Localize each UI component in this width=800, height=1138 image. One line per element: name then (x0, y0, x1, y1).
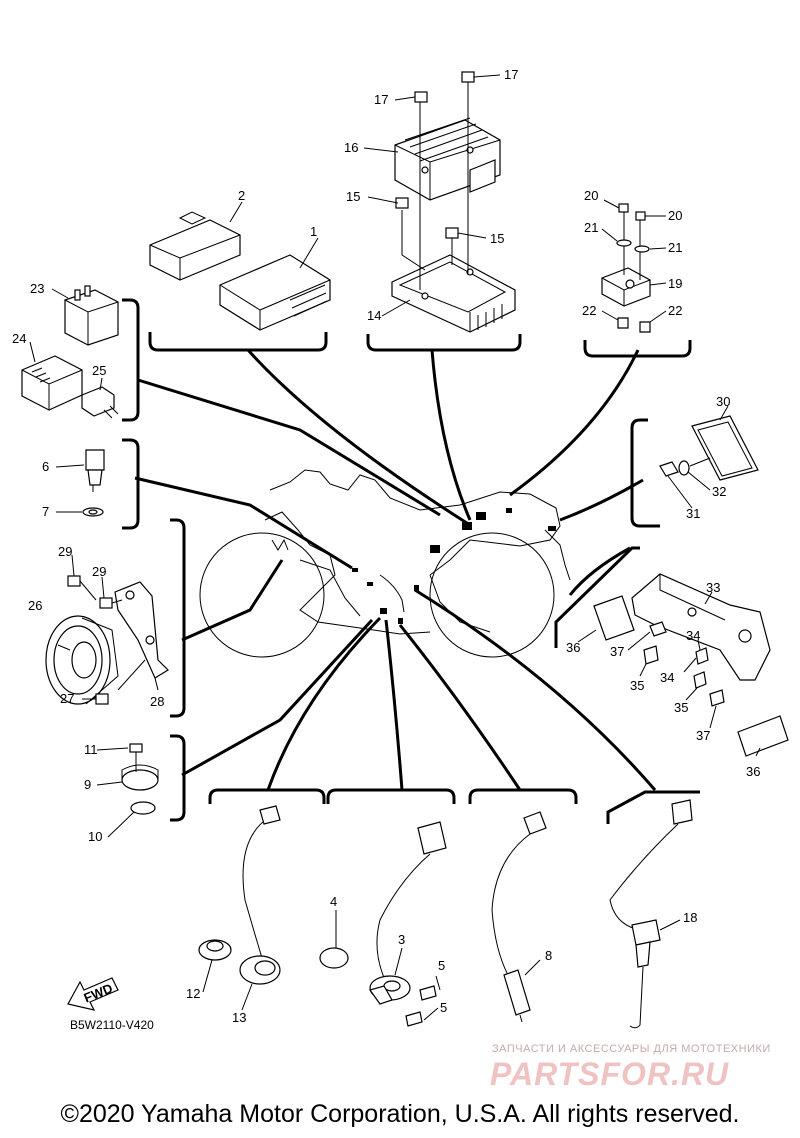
callout-number: 31 (686, 506, 700, 521)
callout-number: 21 (668, 240, 682, 255)
callout-number: 28 (150, 694, 164, 709)
callout-number: 7 (42, 504, 49, 519)
callout-number: 5 (438, 958, 445, 973)
callout-number: 26 (28, 598, 42, 613)
callout-number: 17 (374, 92, 388, 107)
callout-number: 32 (712, 484, 726, 499)
part-6-temp-sensor (85, 449, 105, 492)
callout-number: 35 (674, 700, 688, 715)
callout-number: 29 (58, 544, 72, 559)
part-36-reflectors (593, 595, 789, 757)
watermark-subtitle: ЗАПЧАСТИ И АКСЕССУАРЫ ДЛЯ МОТОТЕХНИКИ (492, 1043, 771, 1055)
part-26-horn (45, 615, 119, 705)
fwd-arrow-icon: FWD (67, 977, 119, 1011)
callout-number: 33 (706, 580, 720, 595)
part-18-switch (609, 799, 693, 1029)
part-11-bolt (129, 743, 143, 772)
part-10-o-ring (130, 801, 156, 815)
part-12-knock-sensor (198, 939, 232, 961)
part-24-fuse-box (21, 355, 83, 411)
fwd-label: FWD (82, 980, 115, 1005)
callout-number: 10 (88, 829, 102, 844)
callout-number: 3 (398, 932, 405, 947)
callout-number: 17 (504, 67, 518, 82)
part-25-connector (81, 386, 119, 419)
callout-number: 18 (683, 910, 697, 925)
diagram-code: B5W2110-V420 (70, 1018, 154, 1032)
callout-number: 19 (668, 276, 682, 291)
motorcycle-outline (199, 469, 571, 658)
leader-lines (134, 348, 657, 791)
callout-number: 34 (686, 628, 700, 643)
callout-number: 35 (630, 678, 644, 693)
part-9-cap (121, 764, 159, 791)
callout-number: 37 (696, 728, 710, 743)
callout-number: 16 (344, 140, 358, 155)
part-1-ecu (219, 254, 331, 331)
part-28-horn-bracket (114, 581, 169, 691)
part-2-relay (149, 211, 241, 281)
part-4-o-ring (319, 947, 349, 969)
part-23-flasher-relay (64, 285, 119, 346)
callout-number: 6 (42, 459, 49, 474)
callout-number: 27 (60, 691, 74, 706)
group-brackets (122, 298, 700, 824)
callout-number: 37 (610, 644, 624, 659)
part-3-sensor-assembly (369, 821, 447, 1005)
callout-number: 20 (668, 208, 682, 223)
callout-number: 23 (30, 281, 44, 296)
part-5-screws (405, 985, 437, 1027)
callout-number: 1 (310, 224, 317, 239)
callout-number: 8 (545, 948, 552, 963)
callout-number: 4 (330, 894, 337, 909)
callout-number: 22 (668, 303, 682, 318)
callout-labels: 1 2 3 4 5 5 6 7 8 9 10 11 12 13 14 15 15… (12, 67, 760, 1025)
callout-number: 12 (186, 986, 200, 1001)
callout-number: 5 (440, 1000, 447, 1015)
callout-number: 21 (584, 220, 598, 235)
parts-34-35-37-fasteners (643, 621, 725, 707)
callout-number: 11 (84, 742, 98, 757)
callout-number: 2 (238, 188, 245, 203)
part-19-sensor (601, 203, 651, 333)
part-30-reflector (691, 415, 759, 481)
callout-number: 24 (12, 331, 26, 346)
callout-number: 15 (490, 231, 504, 246)
part-8-o2-sensor (491, 811, 547, 1023)
parts-31-32-nut-washer (659, 457, 711, 477)
callout-number: 20 (584, 188, 598, 203)
callout-number: 36 (566, 640, 580, 655)
part-7-gasket (82, 507, 104, 517)
callout-number: 36 (746, 764, 760, 779)
bolts-15-17 (395, 71, 475, 290)
watermark-logo: PARTSFOR.RU (490, 1056, 730, 1092)
callout-number: 25 (92, 363, 106, 378)
copyright-notice: ©2020 Yamaha Motor Corporation, U.S.A. A… (60, 1100, 740, 1128)
callout-number: 22 (582, 303, 596, 318)
callout-number: 34 (660, 670, 674, 685)
callout-number: 29 (92, 564, 106, 579)
callout-number: 9 (84, 777, 91, 792)
part-13-sensor-wire (239, 805, 281, 985)
part-14-bracket (391, 254, 516, 333)
callout-number: 13 (232, 1010, 246, 1025)
callout-number: 15 (346, 189, 360, 204)
part-33-bracket (631, 573, 771, 681)
callout-number: 14 (367, 308, 381, 323)
part-16-rectifier-regulator (394, 117, 501, 201)
callout-number: 30 (716, 394, 730, 409)
